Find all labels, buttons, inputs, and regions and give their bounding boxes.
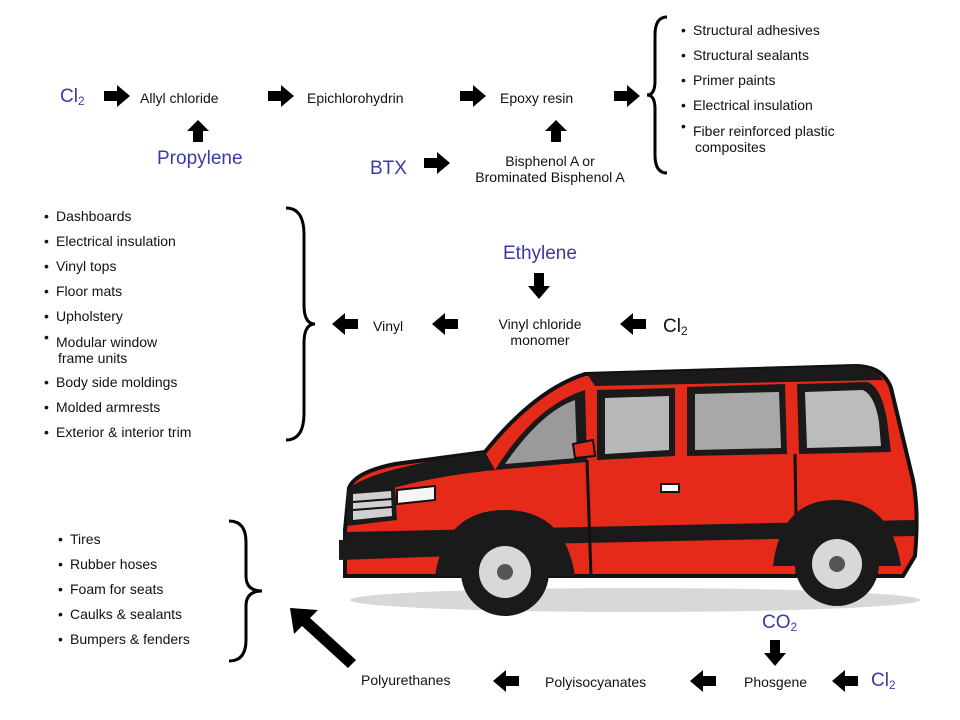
vinyl-uses-list: Dashboards Electrical insulation Vinyl t…: [44, 204, 191, 445]
list-item: Floor mats: [44, 279, 191, 304]
right-arrow-icon: [614, 85, 640, 107]
list-item: Rubber hoses: [58, 552, 190, 577]
list-item: Body side moldings: [44, 370, 191, 395]
list-item-line-1: Fiber reinforced plastic: [693, 123, 835, 139]
list-item: Vinyl tops: [44, 254, 191, 279]
brace-icon: [285, 206, 316, 442]
list-item: Foam for seats: [58, 577, 190, 602]
bisphenol-line-2: Brominated Bisphenol A: [475, 169, 625, 185]
diagonal-arrow-icon: [290, 608, 356, 668]
cl2-label-vinyl: Cl2: [663, 316, 688, 338]
phosgene-label: Phosgene: [744, 674, 808, 690]
list-item: Electrical insulation: [44, 229, 191, 254]
cl2-label-urethane: Cl2: [871, 670, 896, 692]
propylene-label: Propylene: [157, 148, 243, 169]
allyl-chloride-label: Allyl chloride: [140, 90, 219, 106]
list-item: Tires: [58, 527, 190, 552]
vinyl-label: Vinyl: [373, 318, 404, 334]
epoxy-uses-list: Structural adhesives Structural sealants…: [681, 18, 835, 159]
right-arrow-icon: [424, 152, 450, 174]
bisphenol-label: Bisphenol A or Brominated Bisphenol A: [455, 153, 645, 185]
left-arrow-icon: [493, 670, 519, 692]
list-item: Molded armrests: [44, 395, 191, 420]
list-item: Dashboards: [44, 204, 191, 229]
right-arrow-icon: [268, 85, 294, 107]
list-item: Upholstery: [44, 304, 191, 329]
left-arrow-icon: [620, 313, 646, 335]
list-item: Bumpers & fenders: [58, 627, 190, 652]
list-item: Exterior & interior trim: [44, 420, 191, 445]
down-arrow-icon: [528, 273, 550, 299]
list-item: Caulks & sealants: [58, 602, 190, 627]
list-item: Electrical insulation: [681, 93, 835, 118]
left-arrow-icon: [432, 313, 458, 335]
brace-icon: [228, 519, 263, 663]
brace-icon: [646, 15, 668, 175]
epoxy-resin-label: Epoxy resin: [500, 90, 574, 106]
right-arrow-icon: [104, 85, 130, 107]
polyisocyanates-label: Polyisocyanates: [545, 674, 647, 690]
btx-label: BTX: [370, 158, 407, 179]
ethylene-label: Ethylene: [503, 243, 577, 264]
up-arrow-icon: [545, 120, 567, 142]
left-arrow-icon: [832, 670, 858, 692]
list-item: Structural sealants: [681, 43, 835, 68]
minivan-illustration: [339, 363, 920, 616]
list-item-line-2: composites: [695, 139, 766, 155]
down-arrow-icon: [764, 640, 786, 666]
urethane-uses-list: Tires Rubber hoses Foam for seats Caulks…: [58, 527, 190, 652]
list-item: Primer paints: [681, 68, 835, 93]
epichlorohydrin-label: Epichlorohydrin: [307, 90, 404, 106]
list-item: Structural adhesives: [681, 18, 835, 43]
left-arrow-icon: [690, 670, 716, 692]
polyurethanes-label: Polyurethanes: [361, 672, 451, 688]
vcm-line-1: Vinyl chloride: [498, 316, 582, 332]
vinyl-chloride-monomer-label: Vinyl chloride monomer: [474, 316, 606, 348]
vcm-line-2: monomer: [510, 332, 570, 348]
list-item-line-2: frame units: [58, 350, 128, 366]
right-arrow-icon: [460, 85, 486, 107]
bisphenol-line-1: Bisphenol A or: [505, 153, 595, 169]
up-arrow-icon: [187, 120, 209, 142]
cl2-label-epoxy: Cl2: [60, 86, 85, 108]
list-item-line-1: Modular window: [56, 334, 158, 350]
left-arrow-icon: [332, 313, 358, 335]
co2-label: CO2: [762, 612, 798, 634]
